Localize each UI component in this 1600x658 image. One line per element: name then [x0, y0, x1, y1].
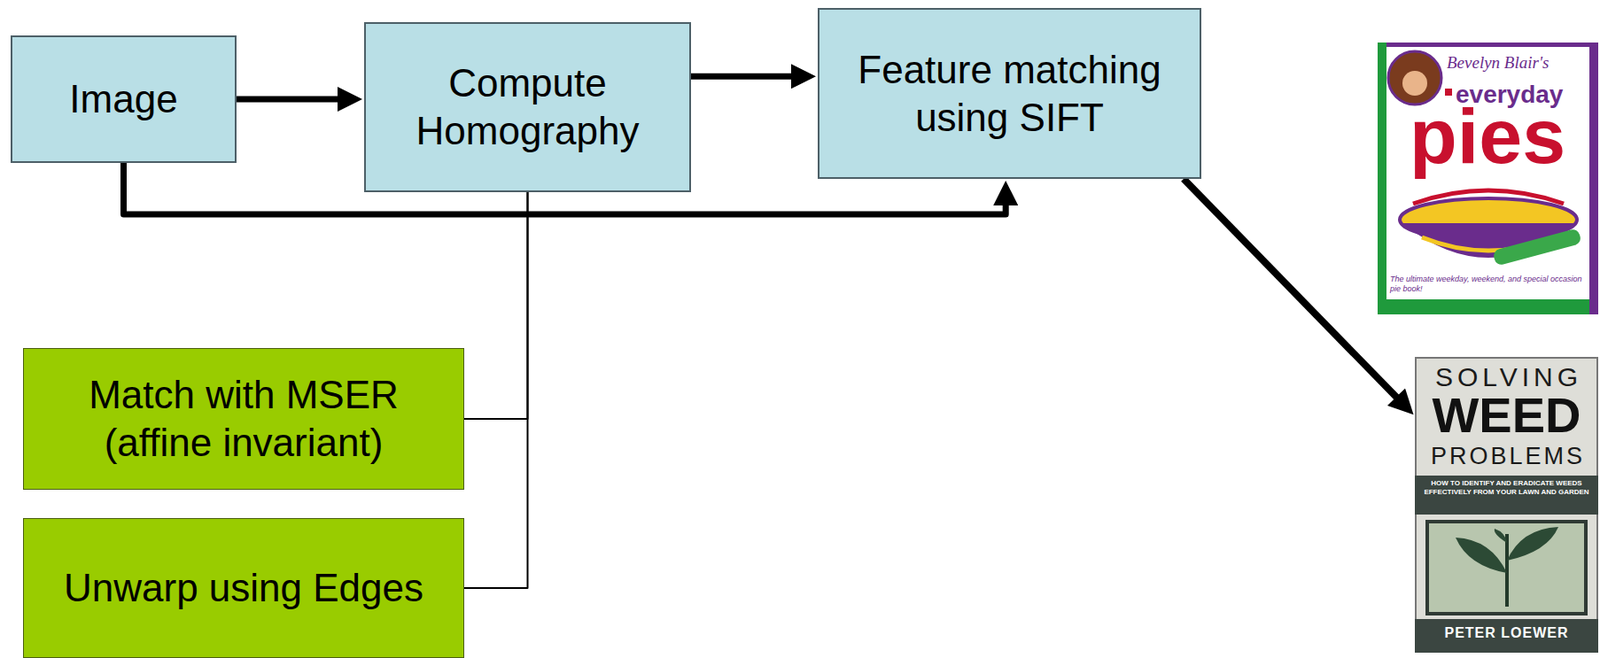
method-box: Unwarp using Edges	[23, 518, 465, 658]
node-label: Feature matching using SIFT	[835, 46, 1184, 141]
cover-text: PETER LOEWER	[1414, 624, 1599, 644]
connector-line	[464, 192, 529, 589]
node-label: Match with MSER (affine invariant)	[39, 371, 448, 467]
book-cover: Bevelyn Blair'severydaypiesThe ultimate …	[1377, 42, 1599, 315]
process-box: Feature matching using SIFT	[817, 7, 1202, 179]
book-cover: SOLVINGWEEDPROBLEMS HOW TO IDENTIFY AND E…	[1414, 357, 1599, 653]
cover-text: HOW TO IDENTIFY AND ERADICATE WEEDS EFFE…	[1421, 479, 1592, 498]
node-label: Image	[69, 75, 178, 124]
node-label: Unwarp using Edges	[63, 564, 424, 613]
method-box: Match with MSER (affine invariant)	[23, 348, 465, 490]
cover-text: pies	[1409, 97, 1566, 176]
connector-line	[464, 192, 529, 420]
weed-book-cover	[1414, 357, 1599, 653]
connector-arrow	[691, 73, 804, 80]
process-box: Compute Homography	[364, 22, 692, 193]
cover-text: SOLVING	[1414, 362, 1599, 392]
cover-text: The ultimate weekday, weekend, and speci…	[1390, 274, 1587, 295]
pie-book-cover	[1377, 42, 1599, 315]
connector-arrow	[236, 96, 350, 103]
cover-text: Bevelyn Blair's	[1446, 53, 1587, 74]
cover-text: PROBLEMS	[1414, 443, 1599, 471]
connector-arrow	[1183, 178, 1406, 406]
node-label: Compute Homography	[381, 59, 674, 155]
cover-text: WEED	[1414, 390, 1599, 441]
process-box: Image	[10, 35, 237, 164]
